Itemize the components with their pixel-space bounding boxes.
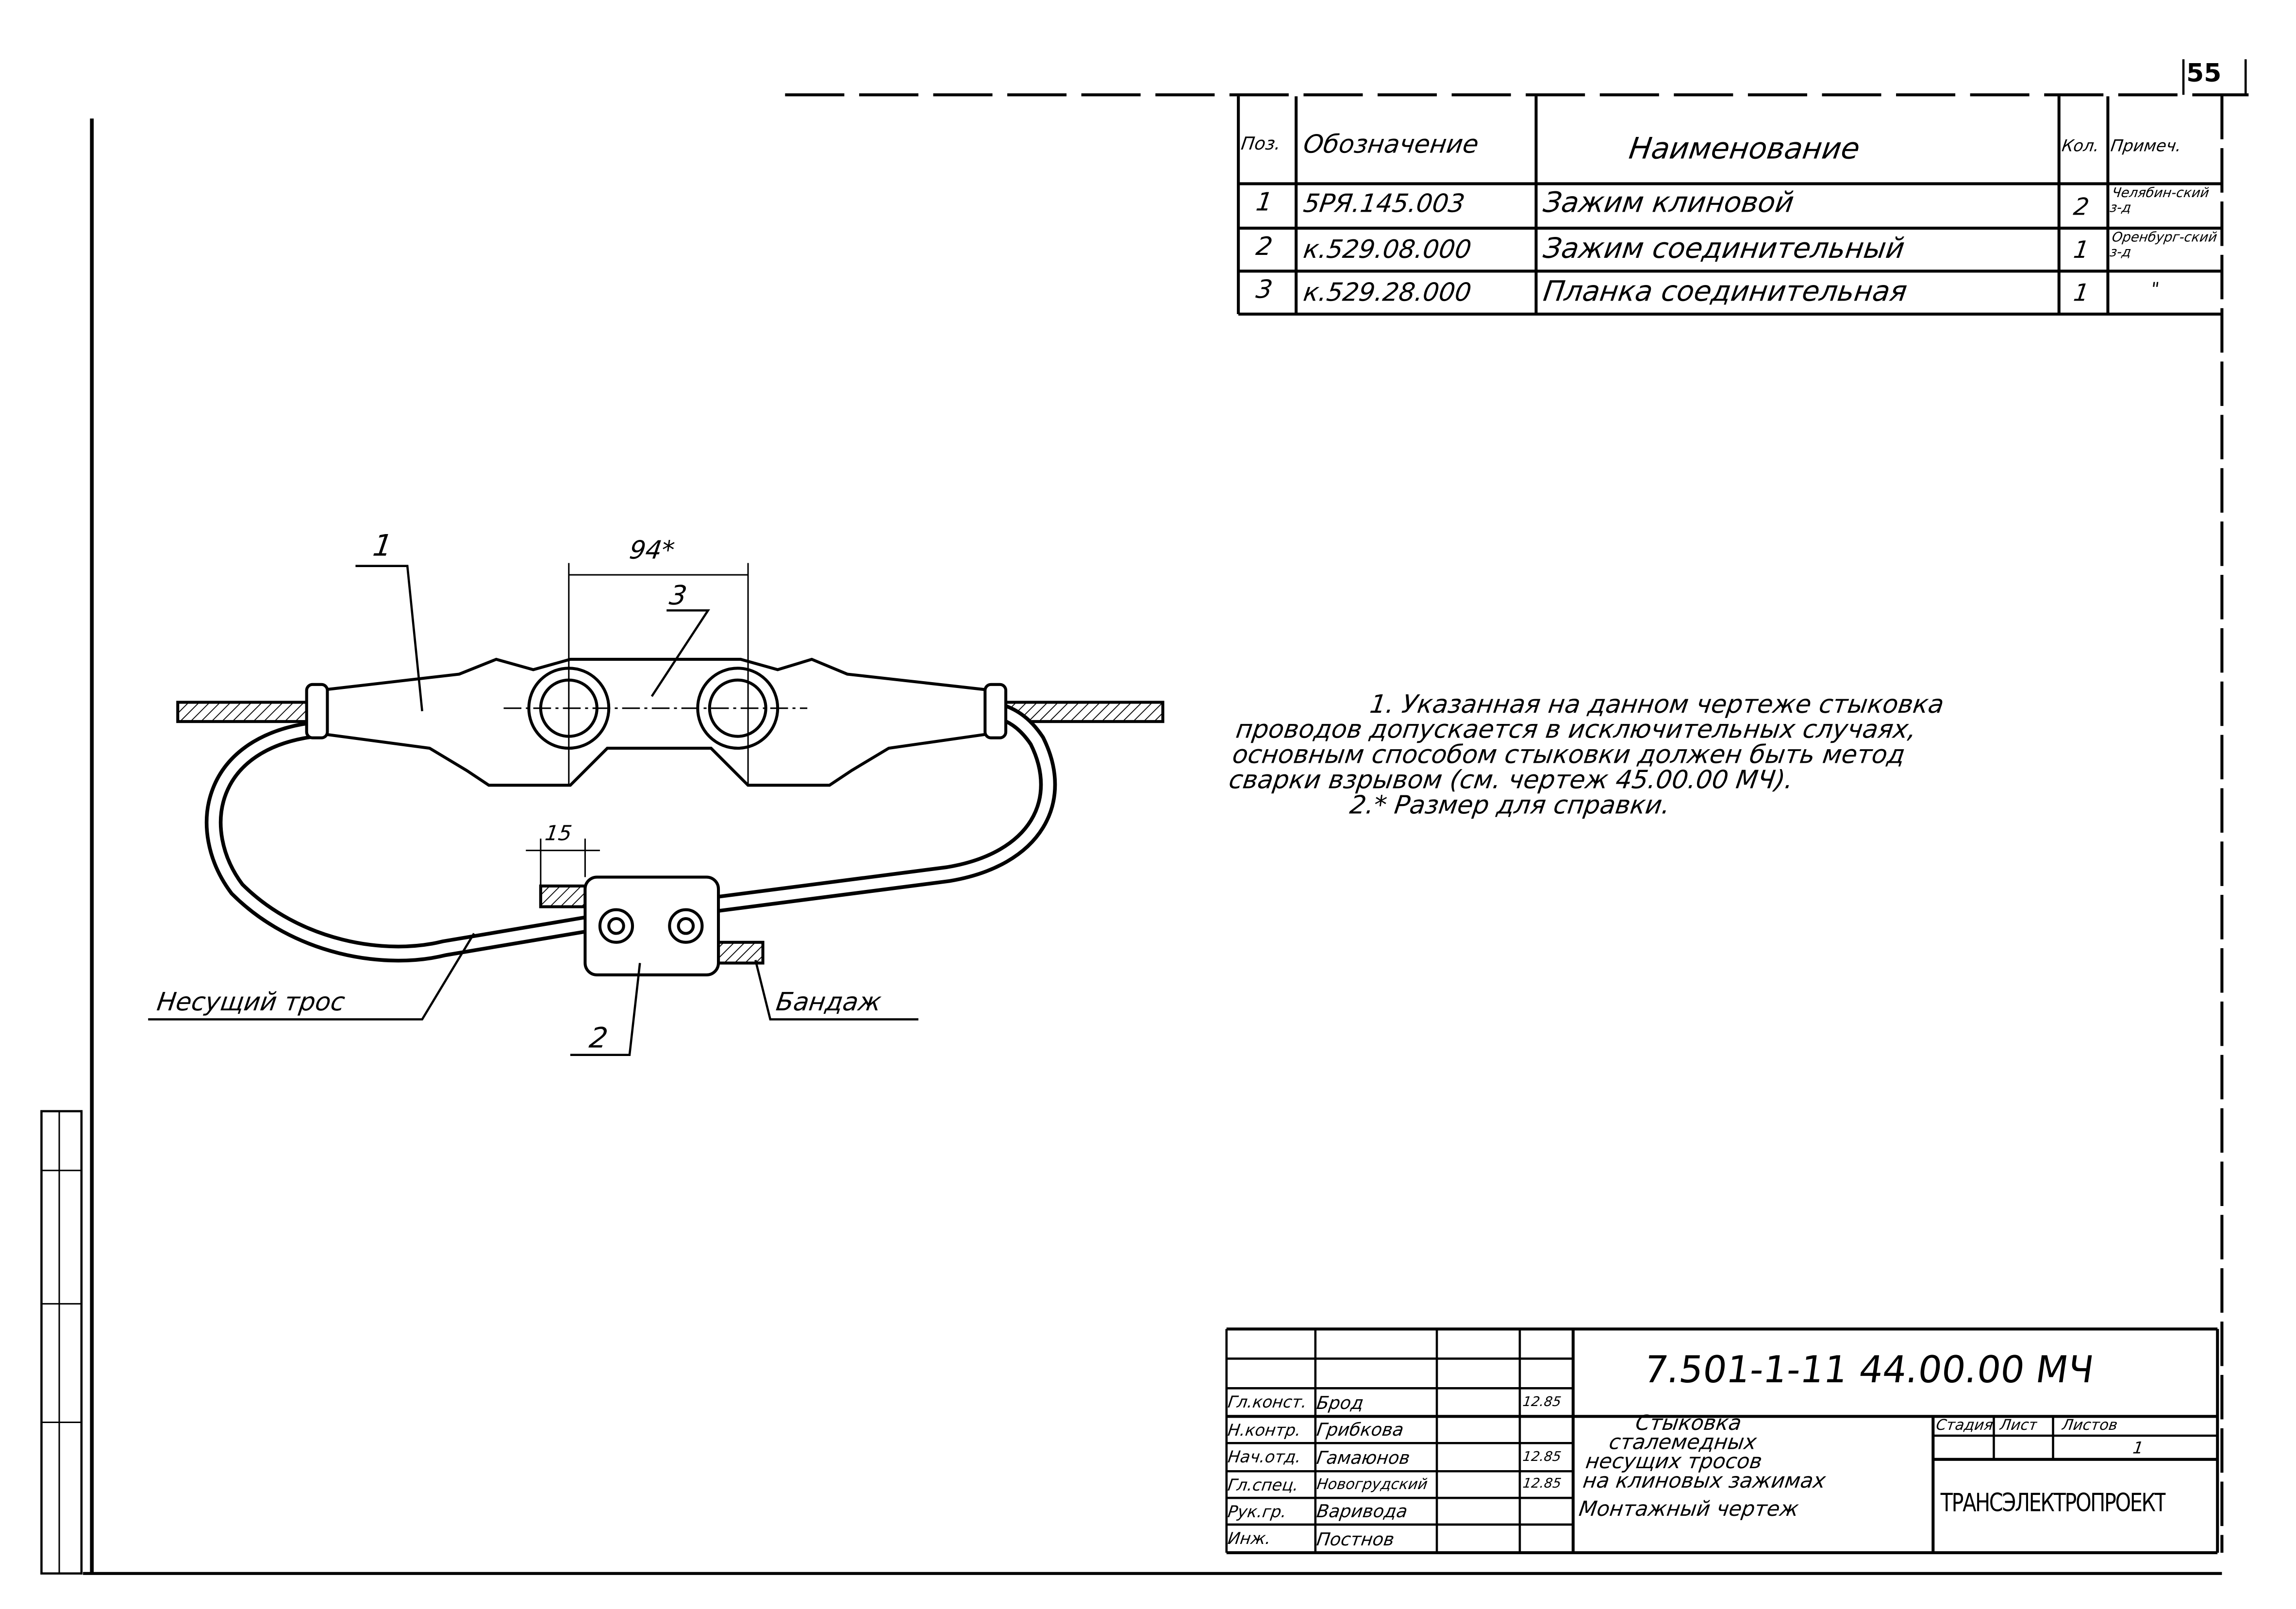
document-subtitle: Монтажный чертеж: [1577, 1498, 1800, 1522]
row2-designation: к.529.08.000: [1301, 235, 1473, 266]
row2-name: Зажим соединительный: [1541, 233, 1907, 266]
row3-designation: к.529.28.000: [1301, 278, 1473, 308]
assembly-drawing: [148, 563, 1165, 1056]
row2-note: Оренбург-ский з-д: [2109, 231, 2218, 261]
spec-table-grid: [1237, 96, 2222, 316]
header-name: Наименование: [1627, 130, 1863, 166]
note-1-line-3: основным способом стыковки должен быть м…: [1230, 740, 1907, 771]
stage-header: Стадия: [1935, 1418, 1994, 1434]
header-pos: Поз.: [1240, 133, 1282, 154]
title-line: на клиновых зажимах: [1581, 1470, 1827, 1494]
row1-designation: 5РЯ.145.003: [1301, 189, 1467, 219]
note-2: 2.* Размер для справки.: [1348, 791, 1672, 821]
sheet-number: 55: [2186, 59, 2222, 89]
note-1-line-4: сварки взрывом (см. чертеж 45.00.00 МЧ).: [1227, 766, 1795, 796]
header-designation: Обозначение: [1301, 130, 1481, 160]
label-bandage: Бандаж: [774, 988, 883, 1018]
header-note: Примеч.: [2109, 136, 2183, 156]
sheet-header: Лист: [1998, 1418, 2039, 1434]
sheets-header: Листов: [2061, 1418, 2119, 1434]
row1-note: Челябин-ский з-д: [2109, 186, 2210, 217]
label-cable: Несущий трос: [155, 988, 347, 1018]
row3-name: Планка соединительная: [1541, 275, 1909, 308]
document-code: 7.501-1-11 44.00.00 МЧ: [1641, 1348, 2096, 1391]
dimension-15: 15: [543, 822, 573, 846]
note-1-line-1: 1. Указанная на данном чертеже стыковка: [1367, 690, 1946, 721]
document-title: Стыковка сталемедных несущих тросов на к…: [1577, 1412, 1835, 1522]
row1-name: Зажим клиновой: [1541, 186, 1796, 219]
note-1-line-2: проводов допускается в исключительных сл…: [1234, 715, 1918, 745]
organization: ТРАНСЭЛЕКТРОПРОЕКТ: [1940, 1489, 2166, 1519]
title-block-grid: [1225, 1327, 2219, 1555]
notes: 1. Указанная на данном чертеже стыковка …: [1224, 690, 1946, 821]
header-qty: Кол.: [2061, 136, 2101, 156]
dimension-94: 94*: [627, 536, 677, 566]
